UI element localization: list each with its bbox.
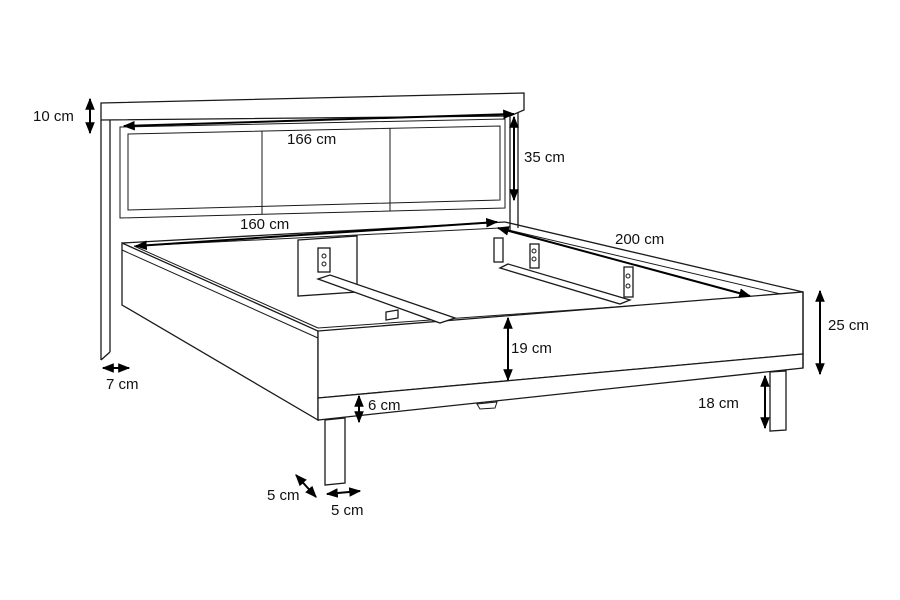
dim-label-clearance: 6 cm xyxy=(368,397,401,414)
dim-label-headboard-width: 166 cm xyxy=(287,131,337,148)
arrow-5cm-width xyxy=(325,487,362,498)
arrow-200cm xyxy=(496,226,752,298)
front-right-leg xyxy=(769,370,787,432)
left-side-rail xyxy=(121,241,319,422)
center-beam xyxy=(316,274,458,324)
bracket-1 xyxy=(317,247,331,273)
bracket-4 xyxy=(623,266,634,298)
dim-label-headboard-thickness: 7 cm xyxy=(106,376,139,393)
dim-label-headboard-top: 10 cm xyxy=(33,108,74,125)
bracket-3 xyxy=(529,243,540,269)
dim-label-side-rail: 19 cm xyxy=(511,340,552,357)
front-left-leg xyxy=(324,417,346,486)
dim-label-leg-height: 18 cm xyxy=(698,395,739,412)
dim-label-leg-depth: 5 cm xyxy=(267,487,300,504)
dimension-arrows xyxy=(85,97,825,498)
dim-label-inner-width: 160 cm xyxy=(240,216,290,233)
slat-rail xyxy=(498,263,632,305)
dim-label-inner-length: 200 cm xyxy=(615,231,665,248)
bed-frame xyxy=(121,221,804,486)
dim-label-frame-height: 25 cm xyxy=(828,317,869,334)
dim-label-leg-width: 5 cm xyxy=(331,502,364,519)
dim-label-headboard-panel: 35 cm xyxy=(524,149,565,166)
arrow-166cm xyxy=(122,109,516,131)
bracket-2 xyxy=(493,237,504,263)
arrow-160cm xyxy=(134,217,499,251)
arrow-5cm-depth xyxy=(295,474,317,498)
